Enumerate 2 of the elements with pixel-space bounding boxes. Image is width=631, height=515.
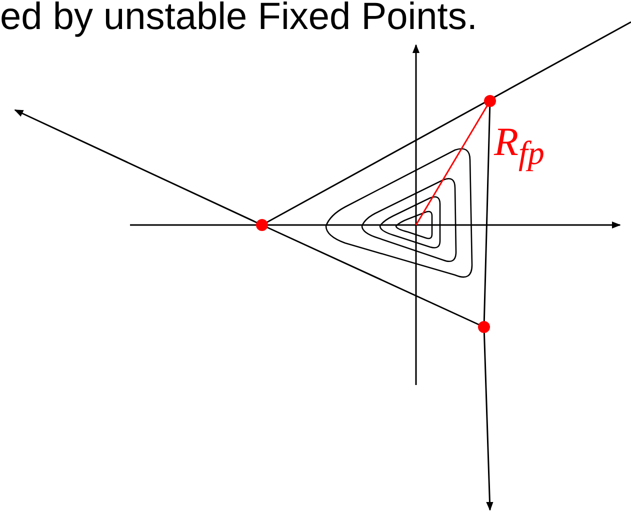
title: ed by unstable Fixed Points.	[0, 0, 478, 39]
radius-label: R$_{fp}$	[494, 118, 544, 173]
